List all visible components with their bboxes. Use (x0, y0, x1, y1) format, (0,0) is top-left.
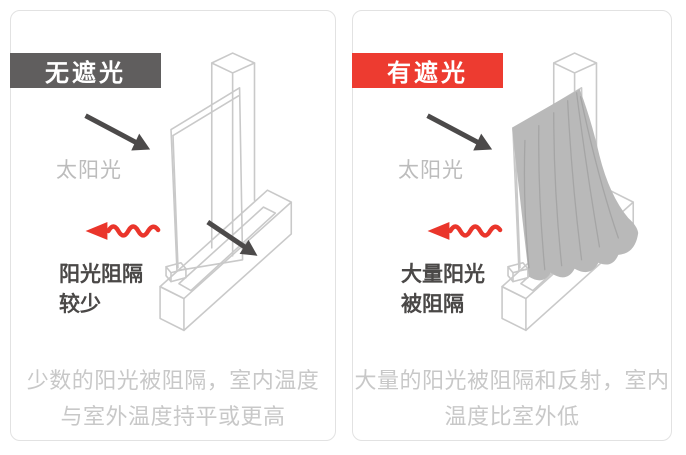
window-wireframe (501, 52, 639, 332)
caption-line1: 大量的阳光被阻隔和反射，室内 (354, 368, 670, 393)
block-amount-line2: 被阻隔 (401, 293, 464, 316)
sill-groove (178, 206, 277, 292)
panel-caption: 大量的阳光被阻隔和反射，室内 温度比室外低 (353, 363, 671, 435)
panel-caption: 少数的阳光被阻隔，室内温度 与室外温度持平或更高 (11, 363, 335, 435)
window-wireframe (159, 52, 293, 332)
caption-line1: 少数的阳光被阻隔，室内温度 (26, 368, 320, 393)
sun-arrow-icon (84, 113, 151, 151)
caption-line2: 温度比室外低 (444, 404, 580, 429)
window-with-curtain-illustration (426, 52, 639, 332)
sun-label: 太阳光 (398, 159, 464, 182)
sun-arrow-icon (426, 113, 493, 151)
window-illustration (84, 52, 293, 332)
curtain-folds (523, 92, 619, 271)
sun-label: 太阳光 (56, 159, 122, 182)
panel-shade: 有遮光 太阳光 大量阳光 被阻隔 大量的阳光被阻隔和反射，室内 温度比室外低 (352, 10, 672, 441)
block-amount-label: 大量阳光 被阻隔 (401, 260, 485, 320)
panel-no-shade: 无遮光 太阳光 阳光阻隔 较少 少数的阳光被阻隔，室内温度 与室外温度持平或更高 (10, 10, 336, 441)
block-amount-line2: 较少 (59, 293, 101, 316)
heat-wave-arrow-icon (427, 222, 503, 240)
window-post (210, 52, 256, 257)
badge-no-shade: 无遮光 (10, 53, 161, 88)
window-sill (159, 189, 293, 332)
block-amount-line1: 大量阳光 (401, 263, 485, 286)
curtain (512, 88, 639, 281)
through-glass-arrow-icon (206, 219, 258, 256)
glass-pane (170, 87, 244, 272)
block-amount-line1: 阳光阻隔 (59, 263, 143, 286)
heat-wave-arrow-icon (85, 222, 161, 240)
caption-line2: 与室外温度持平或更高 (60, 404, 286, 429)
block-amount-label: 阳光阻隔 较少 (59, 260, 143, 320)
badge-shade: 有遮光 (352, 53, 503, 88)
